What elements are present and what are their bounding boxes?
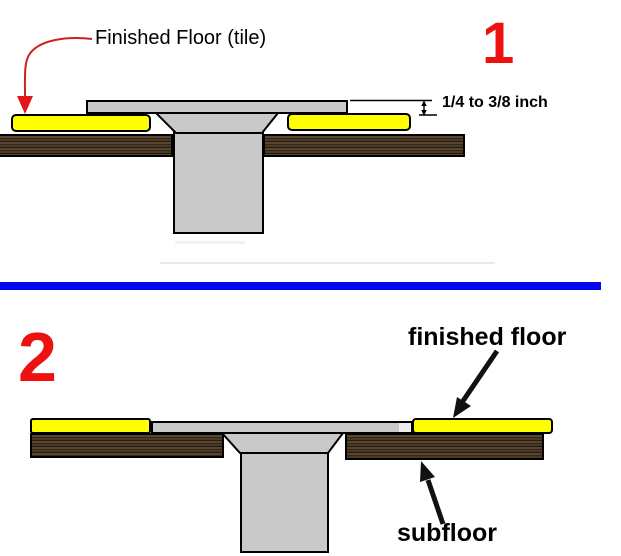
subfloor-left-2 (30, 433, 224, 458)
tile-left-2 (30, 418, 151, 434)
flange-funnel-1 (153, 112, 281, 134)
pipe-2 (240, 451, 329, 553)
finished-floor-arrow-red (17, 37, 93, 114)
finished-floor-label: finished floor (408, 323, 567, 351)
step-2-number: 2 (18, 318, 57, 396)
subfloor-right-2 (345, 433, 544, 460)
flange-plate-1 (86, 100, 348, 114)
flange-funnel-2 (219, 432, 345, 454)
ghost-smudge (175, 241, 245, 244)
subfloor-left-1 (0, 134, 173, 157)
flange-hub-and-pipe-2 (219, 432, 345, 553)
tile-right-2 (412, 418, 553, 434)
finished-floor-tile-label: Finished Floor (tile) (95, 27, 267, 49)
step-1-number: 1 (482, 11, 515, 76)
finished-floor-arrow-black (453, 349, 500, 418)
tile-left-1 (11, 114, 151, 132)
pipe-1 (173, 131, 264, 234)
subfloor-label: subfloor (397, 519, 497, 547)
subfloor-right-1 (263, 134, 465, 157)
dimension-label: 1/4 to 3/8 inch (442, 94, 548, 111)
ghost-smudge (160, 262, 495, 264)
tile-right-1 (287, 113, 411, 131)
dimension-double-arrowheads (421, 100, 427, 116)
flange-plate-2 (151, 421, 413, 434)
section-divider-line (0, 282, 601, 290)
flange-hub-and-pipe-1 (153, 112, 281, 234)
subfloor-arrow-black (420, 461, 446, 525)
